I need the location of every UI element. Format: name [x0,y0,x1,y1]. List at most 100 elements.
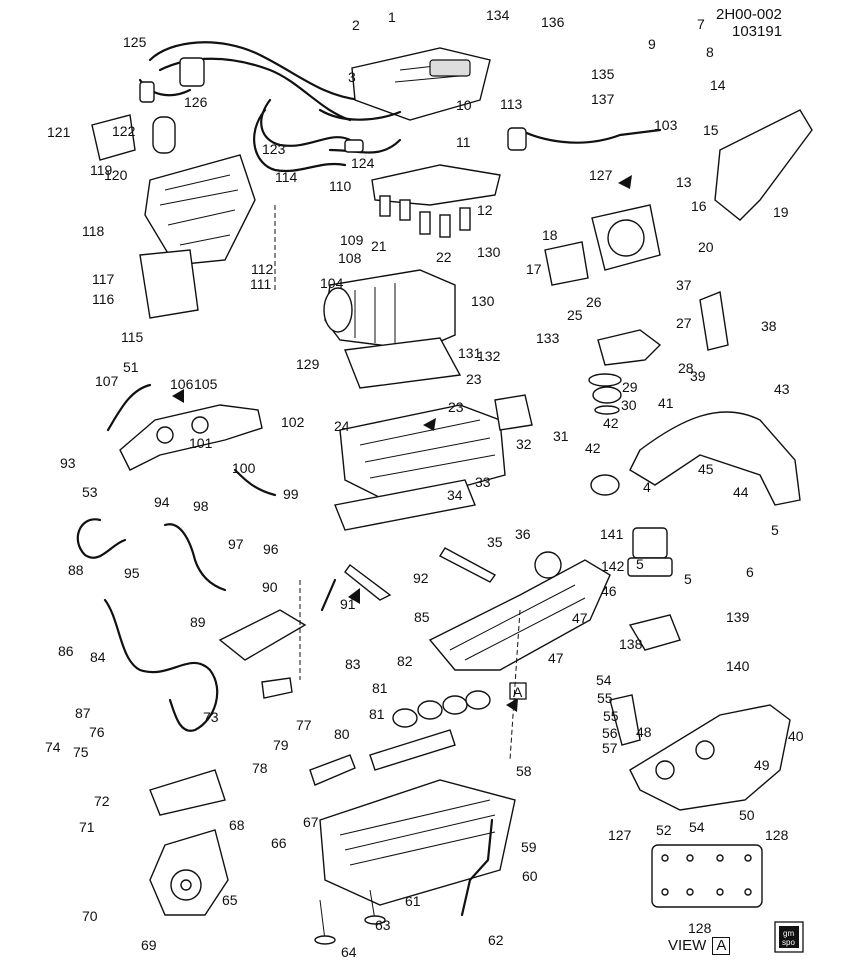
callout-102: 102 [281,414,305,430]
callout-108: 108 [338,250,362,266]
callout-56: 56 [602,725,618,741]
callout-47: 47 [548,650,564,666]
callout-4: 4 [643,479,651,495]
supercharger-cover [351,47,491,121]
callout-47: 47 [572,610,588,626]
callout-5: 5 [636,556,644,572]
callout-61: 61 [405,893,421,909]
callout-40: 40 [788,728,804,744]
intake-gasket [334,479,476,531]
callout-38: 38 [761,318,777,334]
rocker-arm-82 [309,754,356,786]
heater-hose [76,518,127,559]
callout-5: 5 [771,522,779,538]
callout-86: 86 [58,643,74,659]
duct-coupler [590,474,620,496]
callout-105: 105 [194,376,218,392]
end-seal [344,564,392,601]
callout-68: 68 [229,817,245,833]
callout-117: 117 [92,271,115,287]
callout-107: 107 [95,373,119,389]
callout-36: 36 [515,526,531,542]
callout-5: 5 [684,571,692,587]
sensor-plug-87 [261,677,293,699]
callout-66: 66 [271,835,287,851]
callout-18: 18 [542,227,558,243]
callout-70: 70 [82,908,98,924]
callout-128: 128 [765,827,789,843]
callout-12: 12 [477,202,493,218]
callout-110: 110 [329,178,352,194]
callout-65: 65 [222,892,238,908]
bracket-76 [149,769,226,816]
water-pump [149,829,229,916]
callout-a-letter: A [513,684,523,700]
callout-125: 125 [123,34,147,50]
sensor-plug [507,127,527,151]
callout-50: 50 [739,807,755,823]
callout-79: 79 [273,737,289,753]
callout-19: 19 [773,204,789,220]
callout-32: 32 [516,436,532,452]
intake-gasket-83 [369,729,456,771]
drawing-number: 103191 [732,23,782,40]
callout-135: 135 [591,66,615,82]
callout-81: 81 [372,680,388,696]
bypass-hose [233,468,277,497]
callout-112: 112 [251,261,274,277]
callout-139: 139 [726,609,750,625]
throttle-body [591,204,661,271]
callout-a-box [509,682,527,700]
callout-121: 121 [47,124,71,140]
o2-sensor-wire [106,383,152,432]
direction-arrow-111 [172,389,184,403]
callout-17: 17 [526,261,542,277]
callout-22: 22 [436,249,452,265]
callout-71: 71 [79,819,95,835]
callout-54: 54 [689,819,705,835]
dipstick [460,818,494,917]
callout-64: 64 [341,944,357,960]
callout-23: 23 [448,399,464,415]
callout-81: 81 [369,706,385,722]
callout-78: 78 [252,760,268,776]
gm-spo-logo: gm spo [774,921,804,953]
callout-96: 96 [263,541,279,557]
callout-114: 114 [275,169,298,185]
callout-9: 9 [648,36,656,52]
callout-8: 8 [706,44,714,60]
right-exhaust-manifold [629,704,791,811]
callout-35: 35 [487,534,503,550]
exhaust-valve [319,889,376,941]
callout-49: 49 [754,757,770,773]
callout-104: 104 [320,275,344,291]
callout-127: 127 [608,827,632,843]
callout-44: 44 [733,484,749,500]
callout-118: 118 [82,223,105,239]
callout-103: 103 [654,117,678,133]
callout-82: 82 [397,653,413,669]
callout-80: 80 [334,726,350,742]
callout-15: 15 [703,122,719,138]
callout-122: 122 [112,123,136,139]
callout-76: 76 [89,724,105,740]
callout-46: 46 [601,583,617,599]
callout-77: 77 [296,717,312,733]
callout-97: 97 [228,536,244,552]
direction-arrow-23 [423,418,436,431]
callout-99: 99 [283,486,299,502]
callout-1: 1 [388,9,396,25]
callout-24: 24 [334,418,350,434]
rocker-cover-gaskets [392,690,491,728]
callout-137: 137 [591,91,615,107]
callout-31: 31 [553,428,569,444]
callout-126: 126 [184,94,208,110]
callout-91: 91 [340,596,356,612]
cylinder-head [319,779,516,906]
callout-33: 33 [475,474,491,490]
callout-94: 94 [154,494,170,510]
callout-23: 23 [466,371,482,387]
callout-130: 130 [477,244,501,260]
callout-129: 129 [296,356,320,372]
